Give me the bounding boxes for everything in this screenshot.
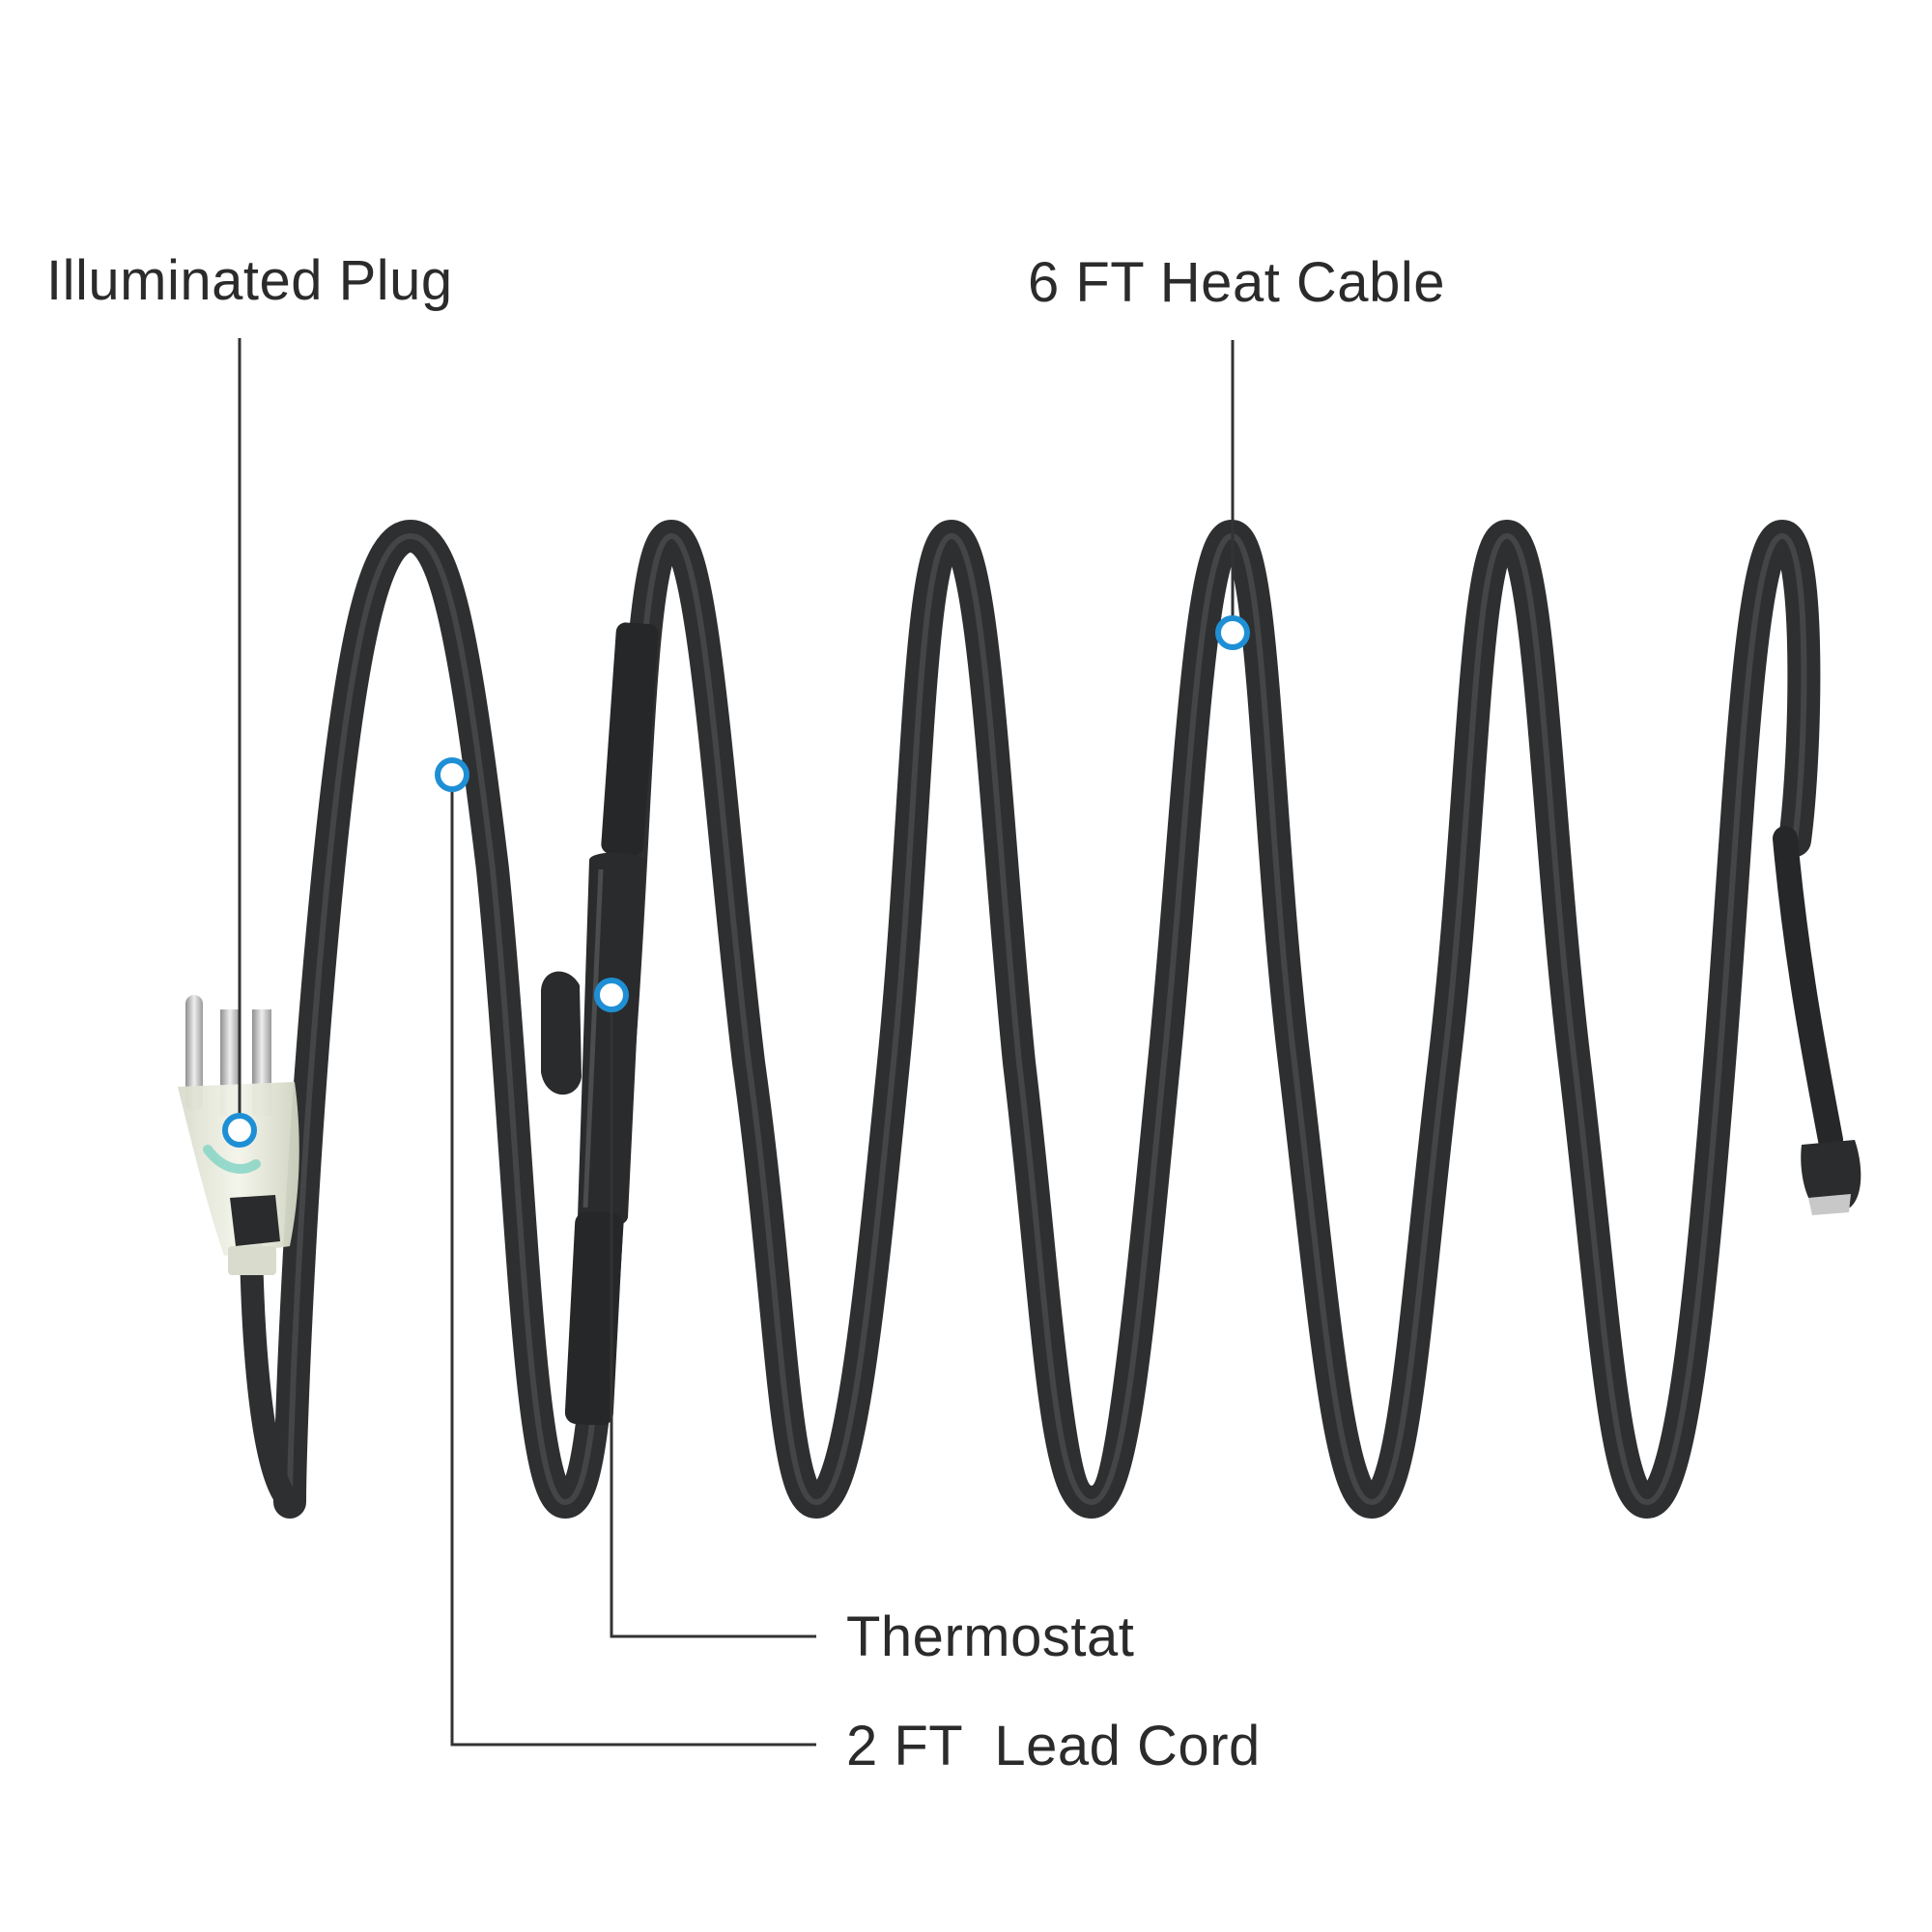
label-thermostat: Thermostat — [846, 1605, 1135, 1668]
leader-line-lead-cord — [450, 775, 816, 1747]
label-lead-cord: 2 FT Lead Cord — [846, 1715, 1261, 1777]
thermostat-icon — [541, 622, 659, 1426]
label-heat-cable: 6 FT Heat Cable — [1028, 251, 1445, 314]
heat-cable — [240, 520, 1821, 1519]
leader-lines — [238, 338, 1235, 1747]
label-illuminated-plug: Illuminated Plug — [46, 249, 453, 312]
leader-line-thermostat — [610, 995, 816, 1638]
marker-plug — [222, 1113, 257, 1148]
marker-heat-cable — [1215, 615, 1250, 650]
cable-end-cap-icon — [1773, 826, 1861, 1215]
marker-thermostat — [594, 978, 629, 1012]
illuminated-plug-icon — [178, 995, 299, 1275]
callout-markers — [222, 615, 1250, 1148]
marker-lead-cord — [435, 757, 469, 792]
